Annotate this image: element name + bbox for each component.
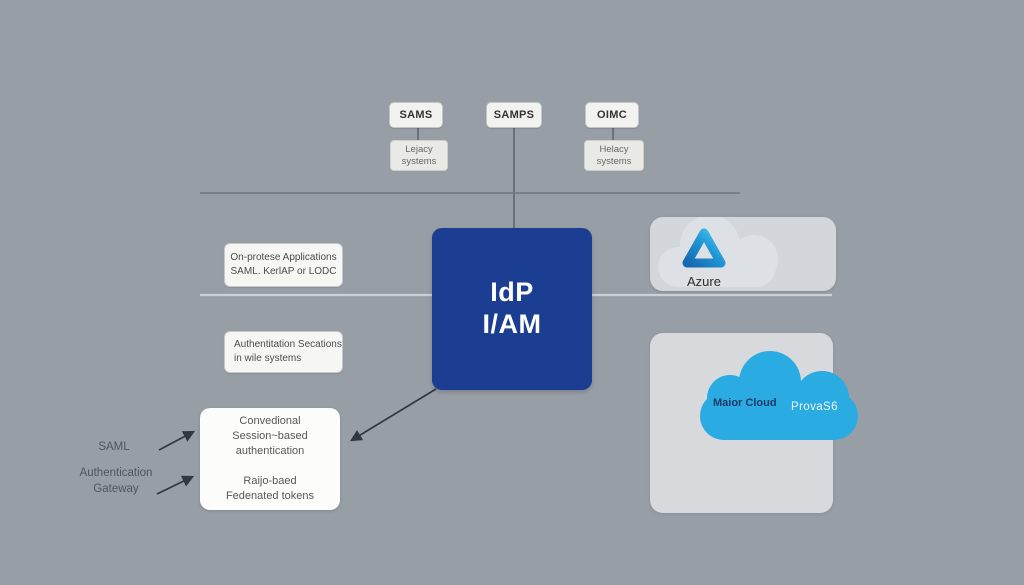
legacy-systems-chip-left: Lejacy systems — [390, 140, 448, 171]
saml-label: SAML — [98, 441, 130, 453]
legacy-chip-right-line2: systems — [596, 155, 632, 167]
authentication-locations-box: Authentitation Secations in wile systems — [224, 331, 343, 373]
gateway-label-line1: Authentication — [79, 467, 153, 479]
session-box-paragraph-2: Raijo-baed Fedenated tokens — [226, 474, 314, 504]
cloud-provider-label: ProvaS6 — [791, 401, 838, 413]
azure-card: Azure — [650, 217, 836, 291]
legacy-systems-chip-right: Helacy systems — [584, 140, 644, 171]
idp-iam-box: IdP I/AM — [432, 228, 592, 390]
authentication-gateway-label: Authentication Gateway — [62, 466, 170, 497]
session-auth-box: Convedional Session~based authentication… — [200, 408, 340, 510]
azure-logo-icon — [682, 228, 726, 268]
legacy-chip-right-line1: Helacy — [599, 143, 629, 155]
azure-label: Azure — [687, 274, 721, 289]
protocol-chip-samps-label: SAMPS — [493, 109, 535, 121]
arrow-saml-to-box — [158, 430, 196, 451]
gateway-label-line2: Gateway — [93, 482, 139, 495]
cloud-icon — [700, 351, 858, 440]
session-para1-line3: authentication — [235, 445, 305, 458]
idp-box-line2: I/AM — [482, 309, 542, 339]
protocol-chip-oimc-label: OIMC — [597, 109, 627, 121]
arrow-idp-to-session-box — [349, 388, 437, 442]
legacy-chip-left-line2: systems — [401, 155, 437, 167]
onprem-applications-box: On-protese Applications SAML. KerlAP or … — [224, 243, 343, 287]
session-para2-line1: Raijo-baed — [243, 474, 297, 487]
onprem-box-line2: SAML. KerlAP or LODC — [230, 266, 337, 277]
protocol-chip-oimc: OIMC — [585, 102, 639, 128]
session-para1-line1: Convedional — [239, 415, 301, 428]
legacy-chip-left-line1: Lejacy — [405, 143, 433, 155]
session-para2-line2: Fedenated tokens — [225, 489, 315, 502]
session-box-paragraph-1: Convedional Session~based authentication — [232, 414, 308, 460]
protocol-chip-sams-label: SAMS — [399, 109, 433, 121]
protocol-chip-samps: SAMPS — [486, 102, 542, 128]
auth-box-line2: in wile systems — [234, 353, 302, 364]
idp-box-line1: IdP — [490, 277, 534, 308]
protocol-chip-sams: SAMS — [389, 102, 443, 128]
cloud-name-label: Maior Cloud — [713, 397, 777, 409]
session-para1-line2: Session~based — [232, 430, 308, 443]
auth-box-line1: Authentitation Secations — [234, 338, 342, 350]
onprem-box-line1: On-protese Applications — [230, 251, 337, 263]
